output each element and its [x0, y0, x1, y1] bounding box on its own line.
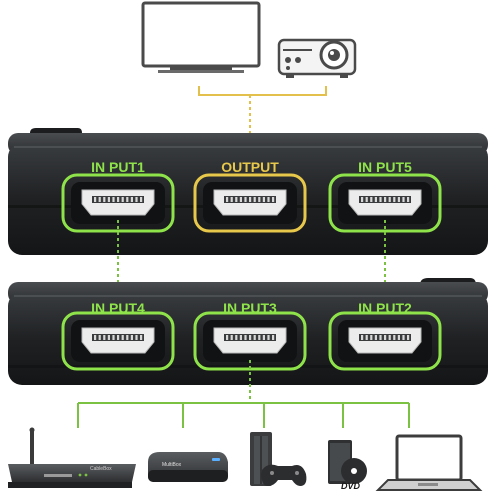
tv-icon [141, 1, 261, 73]
top-port-3[interactable]: IN PUT5 [328, 159, 442, 233]
bottom-port-2[interactable]: IN PUT3 [193, 300, 307, 371]
port-highlight-ring [61, 173, 175, 233]
port-label: OUTPUT [221, 159, 279, 175]
cable-box-brand: CableBox [90, 466, 112, 472]
projector-icon [277, 38, 357, 78]
input-device-wiring [77, 360, 410, 428]
bottom-port-1[interactable]: IN PUT4 [61, 300, 175, 371]
port-highlight-ring [193, 173, 307, 233]
port-highlight-ring [328, 311, 442, 371]
media-box-brand: MultiBox [162, 462, 182, 468]
dvd-player-icon: DVD [328, 440, 367, 491]
laptop-icon [375, 434, 483, 491]
dvd-badge: DVD [341, 481, 361, 491]
top-port-2[interactable]: OUTPUT [193, 159, 307, 233]
port-highlight-ring [328, 173, 442, 233]
media-box-icon: MultiBox [148, 452, 228, 482]
router-icon: CableBox [8, 427, 136, 488]
game-console-icon [250, 432, 307, 486]
port-label: IN PUT1 [91, 159, 145, 175]
switch-unit-top: IN PUT1 OUTPUT IN PUT5 [8, 128, 488, 255]
bottom-port-3[interactable]: IN PUT2 [328, 300, 442, 371]
switch-unit-bottom: IN PUT4 IN PUT3 IN PUT2 [8, 278, 488, 385]
port-highlight-ring [61, 311, 175, 371]
port-label: IN PUT5 [358, 159, 412, 175]
top-port-1[interactable]: IN PUT1 [61, 159, 175, 233]
